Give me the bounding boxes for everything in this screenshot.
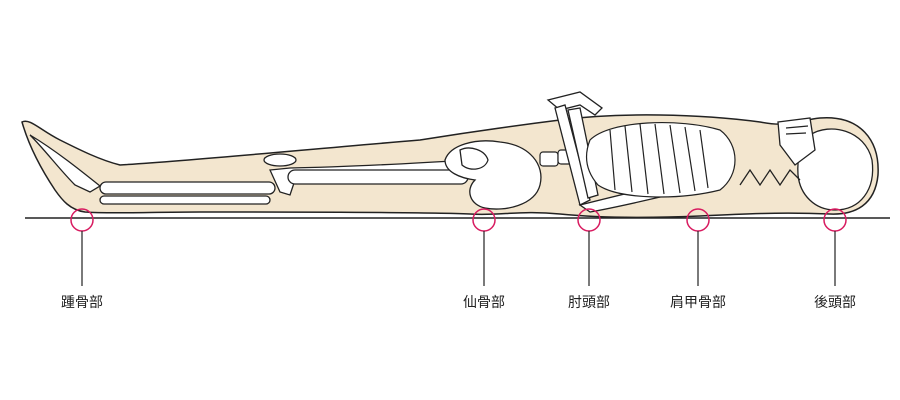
scapula-label: 肩甲骨部 [670,295,726,311]
pelvis [444,140,542,210]
leg-bones [29,134,472,205]
sacrum-label: 仙骨部 [463,295,505,311]
ribcage [585,121,736,198]
occiput-label: 後頭部 [814,295,856,311]
heel-label: 踵骨部 [61,295,103,311]
elbow-label: 肘頭部 [568,295,610,311]
heel-marker-circle [70,208,94,232]
skull [739,117,874,211]
